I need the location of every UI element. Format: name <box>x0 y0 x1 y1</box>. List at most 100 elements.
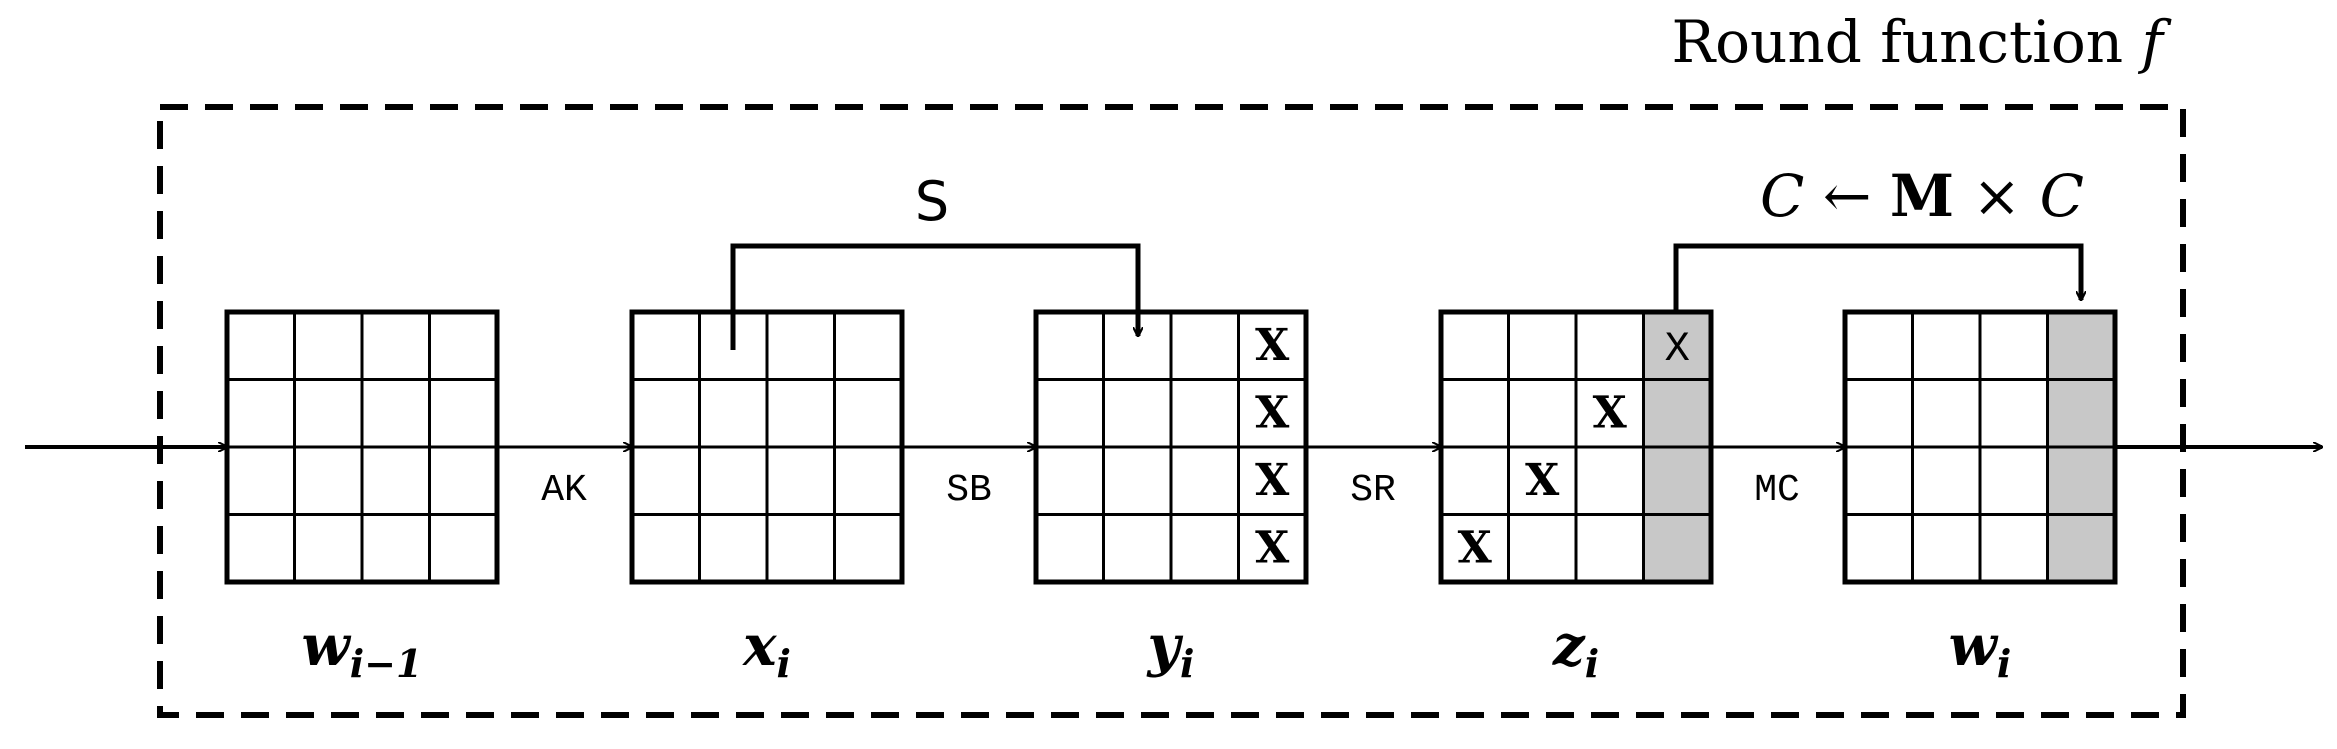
grid-cell <box>1978 310 2049 381</box>
op-label-ak: AK <box>541 469 587 512</box>
mixcolumns-bracket <box>1673 243 2081 312</box>
grid-cell <box>1034 378 1105 449</box>
state-subscript: i <box>1585 641 1599 686</box>
active-byte-mark: X <box>1255 455 1290 506</box>
grid-cell <box>630 378 701 449</box>
grid-cell <box>360 513 431 584</box>
state-label-z: zi <box>1552 613 1599 686</box>
grid-cell <box>698 513 769 584</box>
state-subscript: i−1 <box>350 641 423 686</box>
grid-cell <box>1978 445 2049 516</box>
grid-cell <box>428 378 499 449</box>
grid-cell <box>1978 513 2049 584</box>
sbox-label: S <box>915 170 949 233</box>
grid-cell <box>360 445 431 516</box>
grid-cell <box>1439 445 1510 516</box>
grid-cell <box>1843 310 1914 381</box>
title-variable: f <box>2138 8 2173 76</box>
active-byte-mark: X <box>1458 522 1493 573</box>
grid-cell <box>225 513 296 584</box>
mc-matrix: M <box>1890 162 1954 230</box>
grid-cell <box>1169 445 1240 516</box>
grid-cell <box>1102 513 1173 584</box>
state-label-y: yi <box>1146 613 1195 686</box>
state-var: w <box>1949 613 1999 679</box>
state-label-w-prev: wi−1 <box>302 613 423 686</box>
grid-cell <box>225 310 296 381</box>
mc-arrow-symbol: ← <box>1804 162 1889 230</box>
grid-border <box>1438 309 1714 585</box>
grid-cell <box>1574 445 1645 516</box>
state-var: w <box>302 613 352 679</box>
grid-cell <box>293 513 364 584</box>
state-label-x: xi <box>742 613 791 686</box>
grid-cell <box>293 445 364 516</box>
grid-cell <box>1507 378 1578 449</box>
round-function-title: Round function f <box>1671 8 2172 76</box>
grid-cell <box>833 310 904 381</box>
grid-cell <box>765 513 836 584</box>
grid-border <box>1033 309 1309 585</box>
mixcolumns-label: C ← M × C <box>1760 162 2084 230</box>
grid-cell <box>1574 513 1645 584</box>
grid-cell <box>293 310 364 381</box>
grid-cell <box>360 310 431 381</box>
grid-cell <box>1843 378 1914 449</box>
state-grid-w-prev: wi−1 <box>224 309 500 686</box>
state-subscript: i <box>1997 641 2011 686</box>
grid-cell <box>1507 513 1578 584</box>
state-subscript: i <box>776 641 790 686</box>
grid-cell <box>630 310 701 381</box>
grid-cell <box>630 513 701 584</box>
op-label-sr: SR <box>1350 469 1396 512</box>
grid-cell <box>428 513 499 584</box>
grid-cell <box>765 378 836 449</box>
grid-cell <box>1843 513 1914 584</box>
grid-cell <box>765 445 836 516</box>
grid-cell <box>1034 513 1105 584</box>
active-byte-mark: X <box>1593 387 1628 438</box>
grid-cell <box>293 378 364 449</box>
grid-cell <box>1034 310 1105 381</box>
state-var: z <box>1552 613 1586 679</box>
op-label-sb: SB <box>946 469 992 512</box>
state-subscript: i <box>1180 641 1194 686</box>
grid-cell <box>428 310 499 381</box>
sbox-bracket <box>730 243 1138 350</box>
mc-c-out: C <box>2040 162 2084 230</box>
grid-border <box>629 309 905 585</box>
grid-cell <box>360 378 431 449</box>
grid-cell <box>1169 310 1240 381</box>
grid-cell <box>1439 378 1510 449</box>
grid-cell <box>1507 310 1578 381</box>
grid-cell <box>1439 310 1510 381</box>
grid-cell <box>833 513 904 584</box>
round-function-boundary <box>157 104 2186 718</box>
grid-cell <box>833 378 904 449</box>
grid-cell <box>1978 378 2049 449</box>
grid-cell <box>698 445 769 516</box>
active-byte-mark: X <box>1255 320 1290 371</box>
grid-cell <box>1911 310 1982 381</box>
active-byte-mark: X <box>1665 325 1690 373</box>
grid-cell <box>225 378 296 449</box>
active-byte-mark: X <box>1255 387 1290 438</box>
op-label-mc: MC <box>1754 469 1800 512</box>
grid-cell <box>1911 445 1982 516</box>
grid-cell <box>428 445 499 516</box>
grid-cell <box>225 445 296 516</box>
grid-cell <box>1574 310 1645 381</box>
state-var: x <box>742 613 777 679</box>
mc-times-symbol: × <box>1954 162 2039 230</box>
grid-cell <box>1169 513 1240 584</box>
grid-border <box>1842 309 2118 585</box>
state-var: y <box>1146 613 1184 679</box>
grid-cell <box>630 445 701 516</box>
grid-cell <box>765 310 836 381</box>
state-label-w: wi <box>1949 613 2012 686</box>
grid-cell <box>1034 445 1105 516</box>
